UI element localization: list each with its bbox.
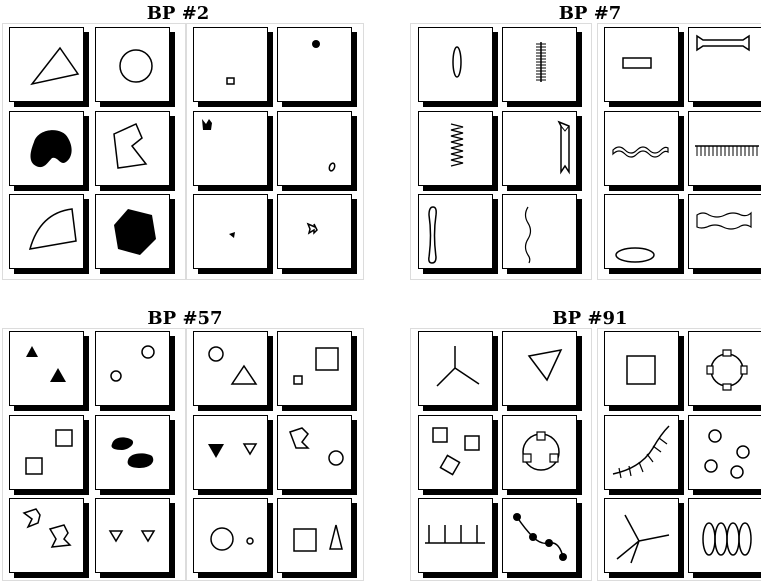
tile-bp91-left-2 (502, 331, 577, 406)
tile-bp2-left-5 (9, 194, 84, 269)
tile-bp57-left-5 (9, 498, 84, 573)
tile-bp2-left-4 (95, 111, 170, 186)
tile-bp2-left-1 (9, 27, 84, 102)
tile-bp57-right-2 (277, 331, 352, 406)
tile-bp91-right-3 (604, 415, 679, 490)
tile-bp7-right-5 (604, 194, 679, 269)
tile-bp91-right-4 (688, 415, 761, 490)
puzzle-title-bp2: BP #2 (118, 4, 238, 24)
tile-bp7-left-2 (502, 27, 577, 102)
tile-bp7-right-3 (604, 111, 679, 186)
tile-bp7-left-4 (502, 111, 577, 186)
tile-bp91-left-6 (502, 498, 577, 573)
tile-bp57-left-6 (95, 498, 170, 573)
tile-bp7-right-1 (604, 27, 679, 102)
puzzle-title-bp57: BP #57 (125, 309, 245, 329)
tile-bp91-left-3 (418, 415, 493, 490)
tile-bp7-right-4 (688, 111, 761, 186)
tile-bp91-left-4 (502, 415, 577, 490)
tile-bp91-left-1 (418, 331, 493, 406)
tile-bp57-left-3 (9, 415, 84, 490)
tile-bp57-left-4 (95, 415, 170, 490)
tile-bp2-right-3 (193, 111, 268, 186)
tile-bp57-right-6 (277, 498, 352, 573)
tile-bp7-right-6 (688, 194, 761, 269)
tile-bp2-right-5 (193, 194, 268, 269)
tile-bp7-right-2 (688, 27, 761, 102)
tile-bp57-right-5 (193, 498, 268, 573)
tile-bp7-left-5 (418, 194, 493, 269)
tile-bp2-right-6 (277, 194, 352, 269)
tile-bp57-left-2 (95, 331, 170, 406)
tile-bp91-right-1 (604, 331, 679, 406)
tile-bp2-left-6 (95, 194, 170, 269)
tile-bp91-left-5 (418, 498, 493, 573)
puzzle-title-bp7: BP #7 (530, 4, 650, 24)
tile-bp91-right-6 (688, 498, 761, 573)
tile-bp57-right-4 (277, 415, 352, 490)
tile-bp2-right-4 (277, 111, 352, 186)
tile-bp7-left-3 (418, 111, 493, 186)
tile-bp91-right-2 (688, 331, 761, 406)
tile-bp2-right-1 (193, 27, 268, 102)
tile-bp2-right-2 (277, 27, 352, 102)
puzzle-title-bp91: BP #91 (530, 309, 650, 329)
tile-bp2-left-2 (95, 27, 170, 102)
tile-bp57-right-1 (193, 331, 268, 406)
tile-bp91-right-5 (604, 498, 679, 573)
tile-bp7-left-1 (418, 27, 493, 102)
tile-bp57-left-1 (9, 331, 84, 406)
tile-bp57-right-3 (193, 415, 268, 490)
tile-bp2-left-3 (9, 111, 84, 186)
tile-bp7-left-6 (502, 194, 577, 269)
